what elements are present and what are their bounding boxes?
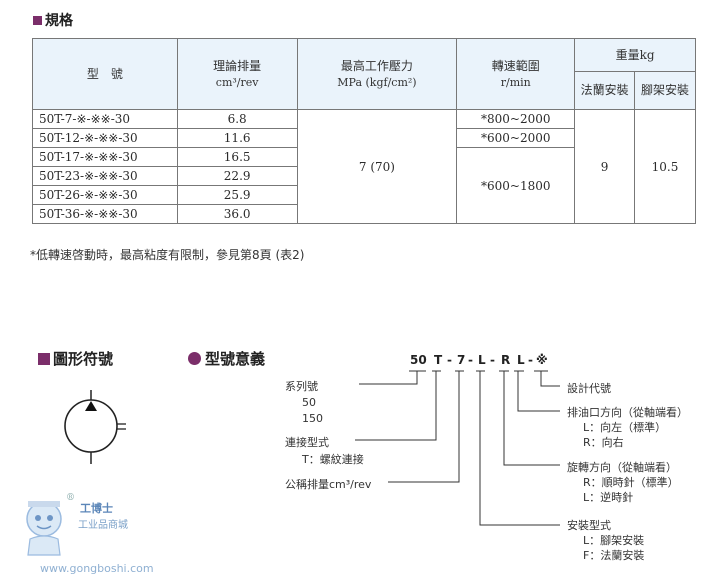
label-mounting: 安裝型式 xyxy=(567,519,611,532)
code-rotation: R xyxy=(501,353,511,367)
watermark-url: www.gongboshi.com xyxy=(40,562,154,575)
code-mounting: L xyxy=(478,353,486,367)
code-connection: T xyxy=(434,353,443,367)
label-design: 設計代號 xyxy=(567,382,611,395)
header-displacement: 理論排量 cm³/rev xyxy=(176,38,298,110)
displacement-cell: 36.0 xyxy=(176,204,298,224)
label-rotation-opt: R：順時針（標準） xyxy=(583,476,679,489)
header-foot: 腳架安裝 xyxy=(634,71,696,110)
model-cell: 50T-7-※-※※-30 xyxy=(32,109,178,129)
code-design: ※ xyxy=(536,353,548,367)
speed-cell: *800~2000 xyxy=(456,109,576,129)
code-dash: - xyxy=(468,353,473,367)
square-bullet-icon xyxy=(33,15,42,25)
label-rotation: 旋轉方向（從軸端看） xyxy=(567,461,677,474)
model-cell: 50T-17-※-※※-30 xyxy=(32,147,178,167)
table-row: 50T-26-※-※※-30 25.9 xyxy=(32,185,696,205)
spec-heading: 規格 xyxy=(33,10,73,30)
table-row: 50T-36-※-※※-30 36.0 xyxy=(32,204,696,224)
header-speed: 轉速範圍 r/min xyxy=(456,38,576,110)
hydraulic-motor-symbol-icon xyxy=(64,390,126,464)
displacement-cell: 25.9 xyxy=(176,185,298,205)
table-note: *低轉速啓動時，最高粘度有限制，參見第8頁 (表2) xyxy=(30,248,305,262)
code-heading: 型號意義 xyxy=(188,348,265,369)
model-cell: 50T-26-※-※※-30 xyxy=(32,185,178,205)
label-port-opt: L：向左（標準） xyxy=(583,421,667,434)
speed-cell: *600~2000 xyxy=(456,128,576,148)
square-bullet-icon xyxy=(38,352,50,365)
watermark-brand: 工博士 xyxy=(80,502,113,515)
label-series-opt: 150 xyxy=(302,412,323,425)
label-mounting-opt: F：法蘭安裝 xyxy=(583,549,645,562)
label-port-dir: 排油口方向（從軸端看） xyxy=(567,406,688,419)
code-displacement: 7 xyxy=(457,353,466,367)
mascot-logo-icon xyxy=(26,501,62,556)
label-series: 系列號 xyxy=(285,380,318,393)
spec-table: 型 號 理論排量 cm³/rev 最高工作壓力 MPa (kgf/cm²) 轉速… xyxy=(32,38,696,224)
displacement-cell: 22.9 xyxy=(176,166,298,186)
displacement-cell: 11.6 xyxy=(176,128,298,148)
code-series: 50 xyxy=(410,353,427,367)
label-connection: 連接型式 xyxy=(285,436,329,449)
weight-foot-cell: 10.5 xyxy=(634,109,696,224)
header-flange: 法蘭安裝 xyxy=(574,71,636,110)
header-weight: 重量kg xyxy=(574,38,696,72)
label-displacement: 公稱排量cm³/rev xyxy=(285,478,372,491)
code-dash: - xyxy=(447,353,452,367)
code-dash: - xyxy=(490,353,495,367)
code-port: L xyxy=(517,353,525,367)
header-pressure: 最高工作壓力 MPa (kgf/cm²) xyxy=(296,38,458,110)
model-cell: 50T-23-※-※※-30 xyxy=(32,166,178,186)
code-dash: - xyxy=(528,353,533,367)
displacement-cell: 16.5 xyxy=(176,147,298,167)
header-model: 型 號 xyxy=(32,38,178,110)
displacement-cell: 6.8 xyxy=(176,109,298,129)
weight-flange-cell: 9 xyxy=(574,109,636,224)
symbol-heading: 圖形符號 xyxy=(38,348,113,369)
label-port-opt: R：向右 xyxy=(583,436,624,449)
table-row: 50T-17-※-※※-30 16.5 *600~1800 xyxy=(32,147,696,224)
registered-mark: ® xyxy=(66,493,75,503)
model-cell: 50T-36-※-※※-30 xyxy=(32,204,178,224)
watermark-sub: 工业品商城 xyxy=(78,520,128,531)
pressure-cell: 7 (70) xyxy=(296,109,458,224)
circle-bullet-icon xyxy=(188,352,201,365)
label-rotation-opt: L：逆時針 xyxy=(583,491,634,504)
model-cell: 50T-12-※-※※-30 xyxy=(32,128,178,148)
label-connection-opt: T：螺紋連接 xyxy=(302,453,364,466)
label-mounting-opt: L：腳架安裝 xyxy=(583,534,645,547)
label-series-opt: 50 xyxy=(302,396,316,409)
table-row: 50T-7-※-※※-30 6.8 7 (70) *800~2000 9 10.… xyxy=(32,109,696,224)
speed-cell: *600~1800 xyxy=(456,147,576,224)
